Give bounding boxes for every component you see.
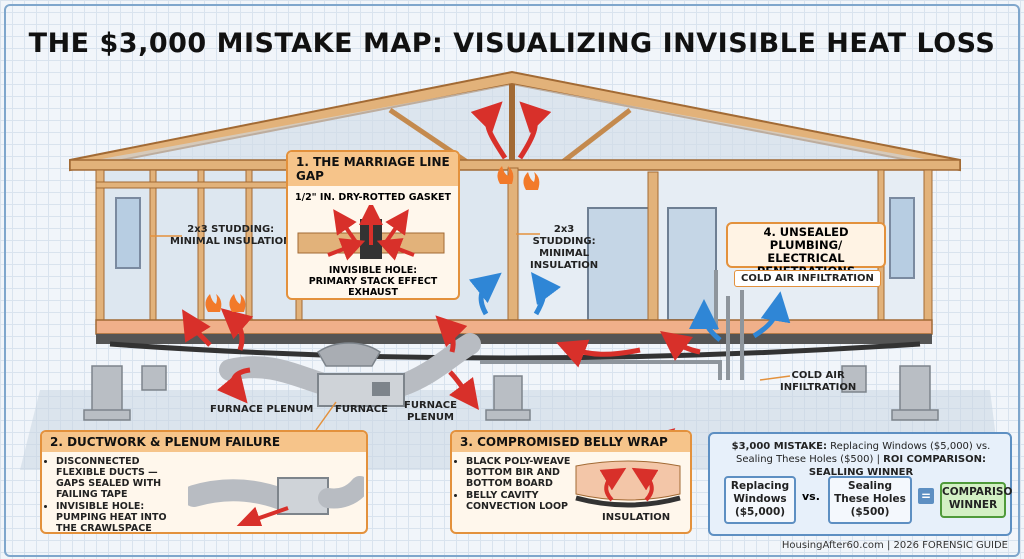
- marriage-line-gap-callout: 1. THE MARRIAGE LINE GAP 1/2" IN. DRY-RO…: [286, 150, 460, 300]
- duct-detail-diagram: [188, 476, 364, 526]
- invisible-hole-line1: INVISIBLE HOLE:: [328, 265, 418, 276]
- ductwork-failure-callout: 2. DUCTWORK & PLENUM FAILURE DISCONNECTE…: [40, 430, 368, 534]
- studding-mid-line2: STUDDING:: [532, 236, 596, 247]
- replacing-windows-pill: Replacing Windows ($5,000): [724, 476, 796, 524]
- left-window: [115, 197, 141, 269]
- heat-loss-arrows: [182, 101, 791, 483]
- right-window: [889, 197, 915, 279]
- sealing-holes-line3: ($500): [850, 506, 890, 518]
- list-item: INVISIBLE HOLE: PUMPING HEAT INTO THE CR…: [56, 501, 186, 534]
- roof-brace-right: [558, 108, 632, 166]
- cold-air-line2: INFILTRATION: [780, 382, 857, 393]
- footer-credit: HousingAfter60.com | 2026 FORENSIC GUIDE: [781, 540, 1008, 551]
- furnace-plenum-right-line2: PLENUM: [406, 412, 454, 423]
- floor-deck: [95, 319, 933, 335]
- leader-lines: [150, 233, 791, 431]
- comparison-winner-pill: COMPARISO WINNER: [940, 482, 1013, 518]
- winner-line2: WINNER: [948, 499, 998, 511]
- cold-air-label: COLD AIR INFILTRATION: [780, 370, 856, 394]
- marriage-line-gap-heading: 1. THE MARRIAGE LINE GAP: [288, 152, 458, 186]
- right-partition: [647, 171, 659, 323]
- replacing-windows-line3: ($5,000): [734, 506, 786, 518]
- studding-mid-label: 2x3 STUDDING: MINIMAL INSULATION: [530, 224, 598, 272]
- belly-wrap-list: BLACK POLY-WEAVE BOTTOM BIR AND BOTTOM B…: [452, 456, 576, 512]
- studding-mid-line3: MINIMAL: [539, 248, 589, 259]
- roi-comparison-panel: $3,000 MISTAKE: Replacing Windows ($5,00…: [708, 432, 1012, 536]
- replacing-windows-line1: Replacing: [730, 480, 790, 492]
- studding-mid-line1: 2x3: [553, 224, 575, 235]
- furnace-plenum-right-line1: FURNACE: [404, 400, 457, 411]
- page-title: THE $3,000 MISTAKE MAP: VISUALIZING INVI…: [28, 28, 996, 59]
- interior-door-right: [667, 207, 717, 321]
- sealing-holes-line1: Sealing: [848, 480, 892, 492]
- gasket-detail-diagram: [297, 205, 445, 261]
- invisible-hole-line2: PRIMARY STACK EFFECT EXHAUST: [308, 276, 438, 298]
- studding-left-line2: MINIMAL INSULATION: [170, 236, 292, 247]
- ductwork-failure-heading: 2. DUCTWORK & PLENUM FAILURE: [42, 432, 366, 452]
- marriage-line-wall: [507, 167, 519, 325]
- ductwork-failure-list: DISCONNECTED FLEXIBLE DUCTS — GAPS SEALE…: [42, 456, 186, 534]
- belly-detail-diagram: [575, 460, 681, 508]
- belly-wrap-heading: 3. COMPROMISED BELLY WRAP: [452, 432, 690, 452]
- winner-line1: COMPARISO: [942, 486, 1013, 498]
- invisible-hole-text: INVISIBLE HOLE: PRIMARY STACK EFFECT EXH…: [288, 265, 458, 298]
- studding-mid-line4: INSULATION: [530, 260, 599, 271]
- flame-icons: [205, 166, 540, 312]
- plumbing-heading-line2: ELECTRICAL: [767, 251, 845, 265]
- replacing-windows-line2: Windows: [733, 493, 787, 505]
- cold-air-infiltration-tag: COLD AIR INFILTRATION: [734, 270, 881, 287]
- outer-border: [4, 4, 1020, 557]
- sealing-holes-pill: Sealing These Holes ($500): [828, 476, 912, 524]
- ductwork: [219, 333, 481, 407]
- plumbing-penetrations-callout: 4. UNSEALED PLUMBING/ ELECTRICAL PENETRA…: [726, 222, 886, 278]
- mistake-text: Replacing Windows ($5,000) vs. Sealing T…: [736, 441, 991, 465]
- equals-sign: =: [918, 488, 934, 504]
- insulation-label: INSULATION: [602, 512, 671, 523]
- belly-wrap-callout: 3. COMPROMISED BELLY WRAP BLACK POLY-WEA…: [450, 430, 692, 534]
- furnace-label: FURNACE: [335, 404, 388, 415]
- list-item: BELLY CAVITY CONVECTION LOOP: [466, 490, 576, 512]
- cold-air-line1: COLD AIR: [791, 370, 845, 381]
- steel-frame: [96, 334, 932, 344]
- vs-text: vs.: [802, 490, 820, 503]
- roi-bold-text: ROI COMPARISON: SEALLING WINNER: [808, 454, 986, 478]
- furnace-plenum-right-label: FURNACE PLENUM: [404, 400, 457, 424]
- gasket-label: 1/2" IN. DRY-ROTTED GASKET: [294, 192, 452, 203]
- list-item: DISCONNECTED FLEXIBLE DUCTS — GAPS SEALE…: [56, 456, 186, 500]
- studding-left-line1: 2x3 STUDDING:: [187, 224, 275, 235]
- belly-wrap: [109, 341, 921, 361]
- sealing-holes-line2: These Holes: [834, 493, 906, 505]
- roi-summary-text: $3,000 MISTAKE: Replacing Windows ($5,00…: [718, 440, 1004, 479]
- list-item: BLACK POLY-WEAVE BOTTOM BIR AND BOTTOM B…: [466, 456, 576, 489]
- concrete-piers: [83, 365, 939, 421]
- mistake-bold-text: $3,000 MISTAKE:: [731, 441, 827, 452]
- studding-left-label: 2x3 STUDDING: MINIMAL INSULATION: [170, 224, 291, 248]
- furnace-plenum-left-label: FURNACE PLENUM: [210, 404, 314, 415]
- plumbing-heading-line1: 4. UNSEALED PLUMBING/: [763, 225, 849, 252]
